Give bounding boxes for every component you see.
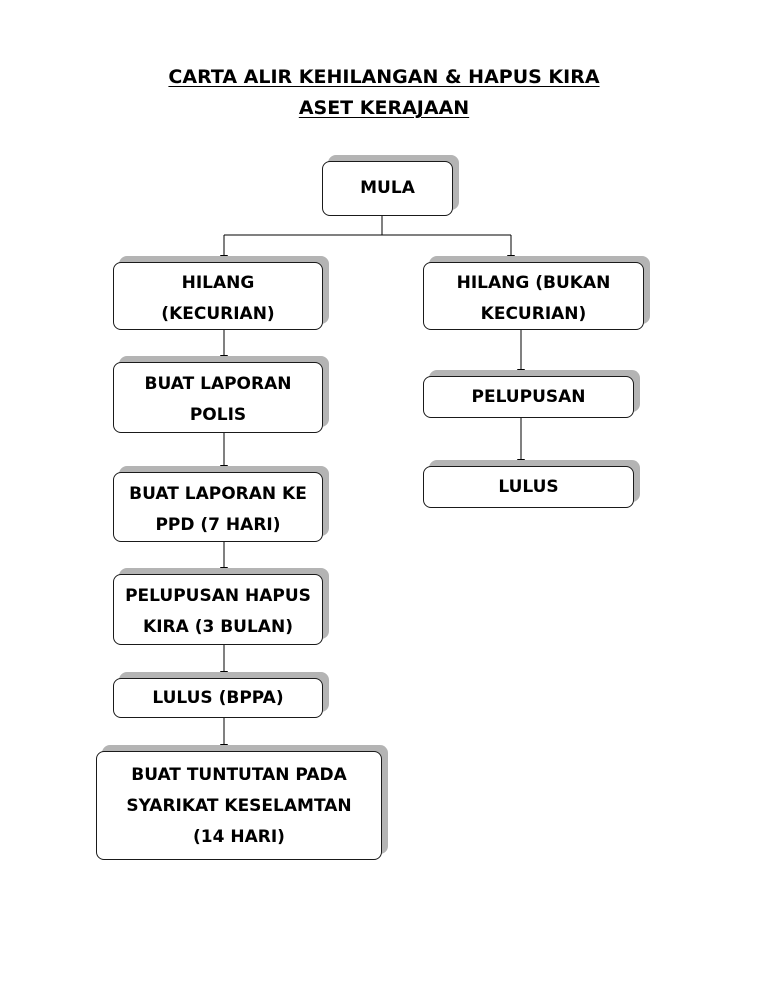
non-theft-node: HILANG (BUKAN KECURIAN)	[423, 262, 644, 330]
chart-title-line-1: CARTA ALIR KEHILANGAN & HAPUS KIRA	[168, 66, 600, 88]
insurance-claim-node: BUAT TUNTUTAN PADA SYARIKAT KESELAMTAN (…	[96, 751, 382, 860]
insurance-claim-node-label-line-1: BUAT TUNTUTAN PADA	[131, 765, 347, 785]
theft-node: HILANG (KECURIAN)	[113, 262, 323, 330]
theft-node-label-line-2: (KECURIAN)	[161, 304, 275, 324]
disposal-node: PELUPUSAN	[423, 376, 634, 418]
chart-title-line-2: ASET KERAJAAN	[298, 97, 470, 119]
non-theft-node-label-line-2: KECURIAN)	[480, 304, 587, 324]
write-off-node-label-line-1: PELUPUSAN HAPUS	[125, 586, 311, 606]
theft-node-label-line-1: HILANG	[181, 273, 255, 293]
police-report-node-label-line-1: BUAT LAPORAN	[144, 374, 292, 394]
insurance-claim-node-label-line-3: (14 HARI)	[193, 827, 285, 847]
connector-start-split	[224, 216, 511, 236]
write-off-node-label-line-2: KIRA (3 BULAN)	[143, 617, 293, 637]
start-node: MULA	[322, 161, 453, 216]
approved-bppa-node: LULUS (BPPA)	[113, 678, 323, 718]
disposal-node-label: PELUPUSAN	[471, 387, 586, 407]
insurance-claim-node-label-line-2: SYARIKAT KESELAMTAN	[126, 796, 352, 816]
approved-node: LULUS	[423, 466, 634, 508]
police-report-node: BUAT LAPORAN POLIS	[113, 362, 323, 433]
ppd-report-node-label-line-1: BUAT LAPORAN KE	[129, 484, 307, 504]
approved-node-label: LULUS	[498, 477, 559, 497]
non-theft-node-label-line-1: HILANG (BUKAN	[456, 273, 611, 293]
ppd-report-node: BUAT LAPORAN KE PPD (7 HARI)	[113, 472, 323, 542]
write-off-node: PELUPUSAN HAPUS KIRA (3 BULAN)	[113, 574, 323, 645]
ppd-report-node-label-line-2: PPD (7 HARI)	[155, 515, 281, 535]
start-node-label: MULA	[360, 178, 415, 198]
approved-bppa-node-label: LULUS (BPPA)	[152, 688, 284, 708]
police-report-node-label-line-2: POLIS	[189, 405, 247, 425]
